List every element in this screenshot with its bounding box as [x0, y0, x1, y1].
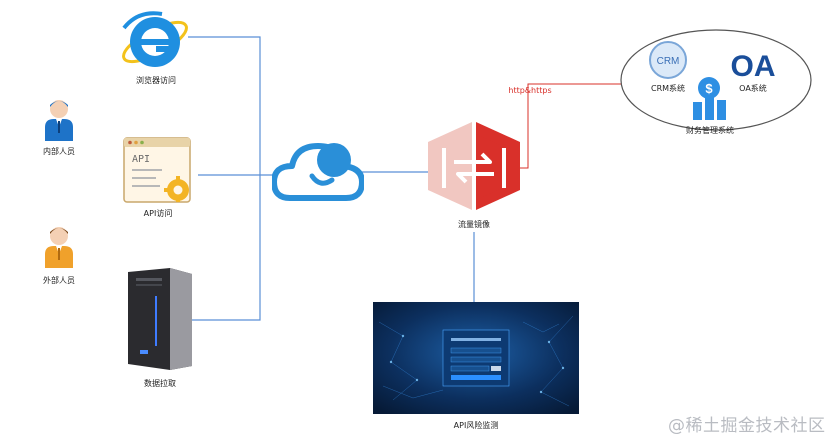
data-pull-label: 数据拉取: [144, 379, 176, 388]
mirror-label: 流量镜像: [458, 220, 490, 229]
api-window-text: API: [132, 154, 150, 165]
finance-icon: $: [693, 77, 726, 120]
traffic-mirror-icon: [428, 122, 520, 210]
monitor-node: [373, 302, 579, 414]
external-label: 外部人员: [43, 276, 75, 285]
browser-node: [118, 6, 192, 76]
edge-data: [188, 175, 261, 321]
watermark-text: @稀土掘金技术社区: [668, 416, 826, 436]
systems-group: CRM OA $: [616, 18, 816, 136]
svg-text:$: $: [705, 81, 713, 96]
oa-icon: OA: [731, 50, 776, 83]
crm-icon: CRM: [649, 41, 687, 79]
finance-label: 财务管理系统: [686, 126, 734, 135]
edge-http-label: http&https: [508, 86, 552, 95]
internal-label: 内部人员: [43, 147, 75, 156]
cloud-icon: [272, 143, 364, 201]
crm-label: CRM系统: [650, 84, 686, 93]
monitor-label: API风险监测: [453, 421, 499, 430]
browser-icon: [122, 11, 188, 67]
browser-label: 浏览器访问: [136, 76, 176, 85]
edge-browser: [188, 36, 261, 175]
systems-group-shape: CRM OA $: [620, 29, 812, 131]
crm-icon-text: CRM: [657, 56, 680, 67]
external-person-node: [42, 224, 76, 268]
oa-label: OA系统: [739, 84, 767, 93]
internal-person-node: [42, 97, 76, 141]
person-icon: [45, 100, 73, 141]
oa-icon-text: OA: [731, 50, 776, 83]
monitor-screenshot-icon: [373, 302, 579, 414]
data-pull-node: [126, 266, 194, 372]
server-tower-icon: [128, 268, 192, 370]
api-node: API: [122, 136, 196, 206]
api-label: API访问: [143, 209, 173, 218]
mirror-node: [424, 118, 524, 214]
edge-http: [510, 83, 622, 169]
person-icon: [45, 227, 73, 268]
cloud-node: [272, 138, 364, 204]
api-window-icon: API: [123, 137, 191, 203]
